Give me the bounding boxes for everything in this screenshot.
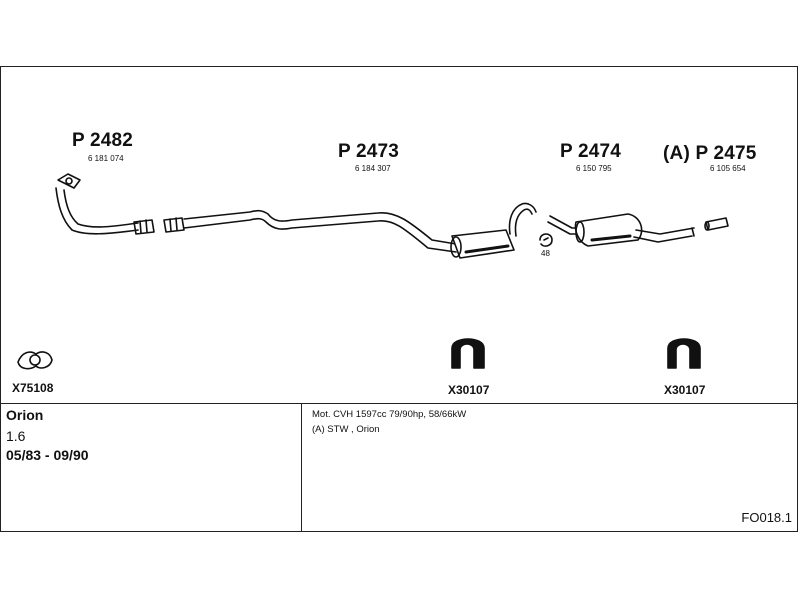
oe-number-centre-pipe: 6 184 307	[355, 164, 391, 173]
hanger-code-1: X30107	[448, 383, 490, 397]
tailpipe-drawing	[704, 217, 729, 231]
oe-number-rear-silencer: 6 150 795	[576, 164, 612, 173]
variant-note: (A) STW , Orion	[312, 424, 380, 435]
oe-number-front-pipe: 6 181 074	[88, 154, 124, 163]
part-number-tailpipe: (A) P 2475	[663, 143, 757, 164]
hanger-code-2: X30107	[664, 383, 706, 397]
clamp-size-label: 48	[541, 249, 550, 258]
part-number-centre-pipe: P 2473	[338, 141, 400, 162]
engine-size: 1.6	[6, 428, 26, 444]
clamp-drawing	[539, 233, 553, 247]
rubber-hanger-icon	[451, 338, 485, 369]
production-years: 05/83 - 09/90	[6, 447, 89, 463]
engine-note: Mot. CVH 1597cc 79/90hp, 58/66kW	[312, 409, 467, 420]
diagram-frame	[0, 66, 798, 532]
gasket-icon	[17, 351, 53, 370]
diagram-reference: FO018.1	[741, 510, 792, 525]
table-divider-horizontal	[0, 403, 798, 404]
centre-pipe-drawing	[163, 202, 537, 259]
part-number-rear-silencer: P 2474	[560, 141, 622, 162]
part-number-front-pipe: P 2482	[72, 130, 134, 151]
oe-number-tailpipe: 6 105 654	[710, 164, 746, 173]
front-pipe-drawing	[55, 173, 155, 235]
table-divider-vertical	[301, 403, 302, 532]
rear-silencer-drawing	[547, 213, 695, 247]
gasket-code: X75108	[12, 381, 54, 395]
rubber-hanger-icon-2	[667, 338, 701, 369]
vehicle-model: Orion	[6, 407, 44, 423]
